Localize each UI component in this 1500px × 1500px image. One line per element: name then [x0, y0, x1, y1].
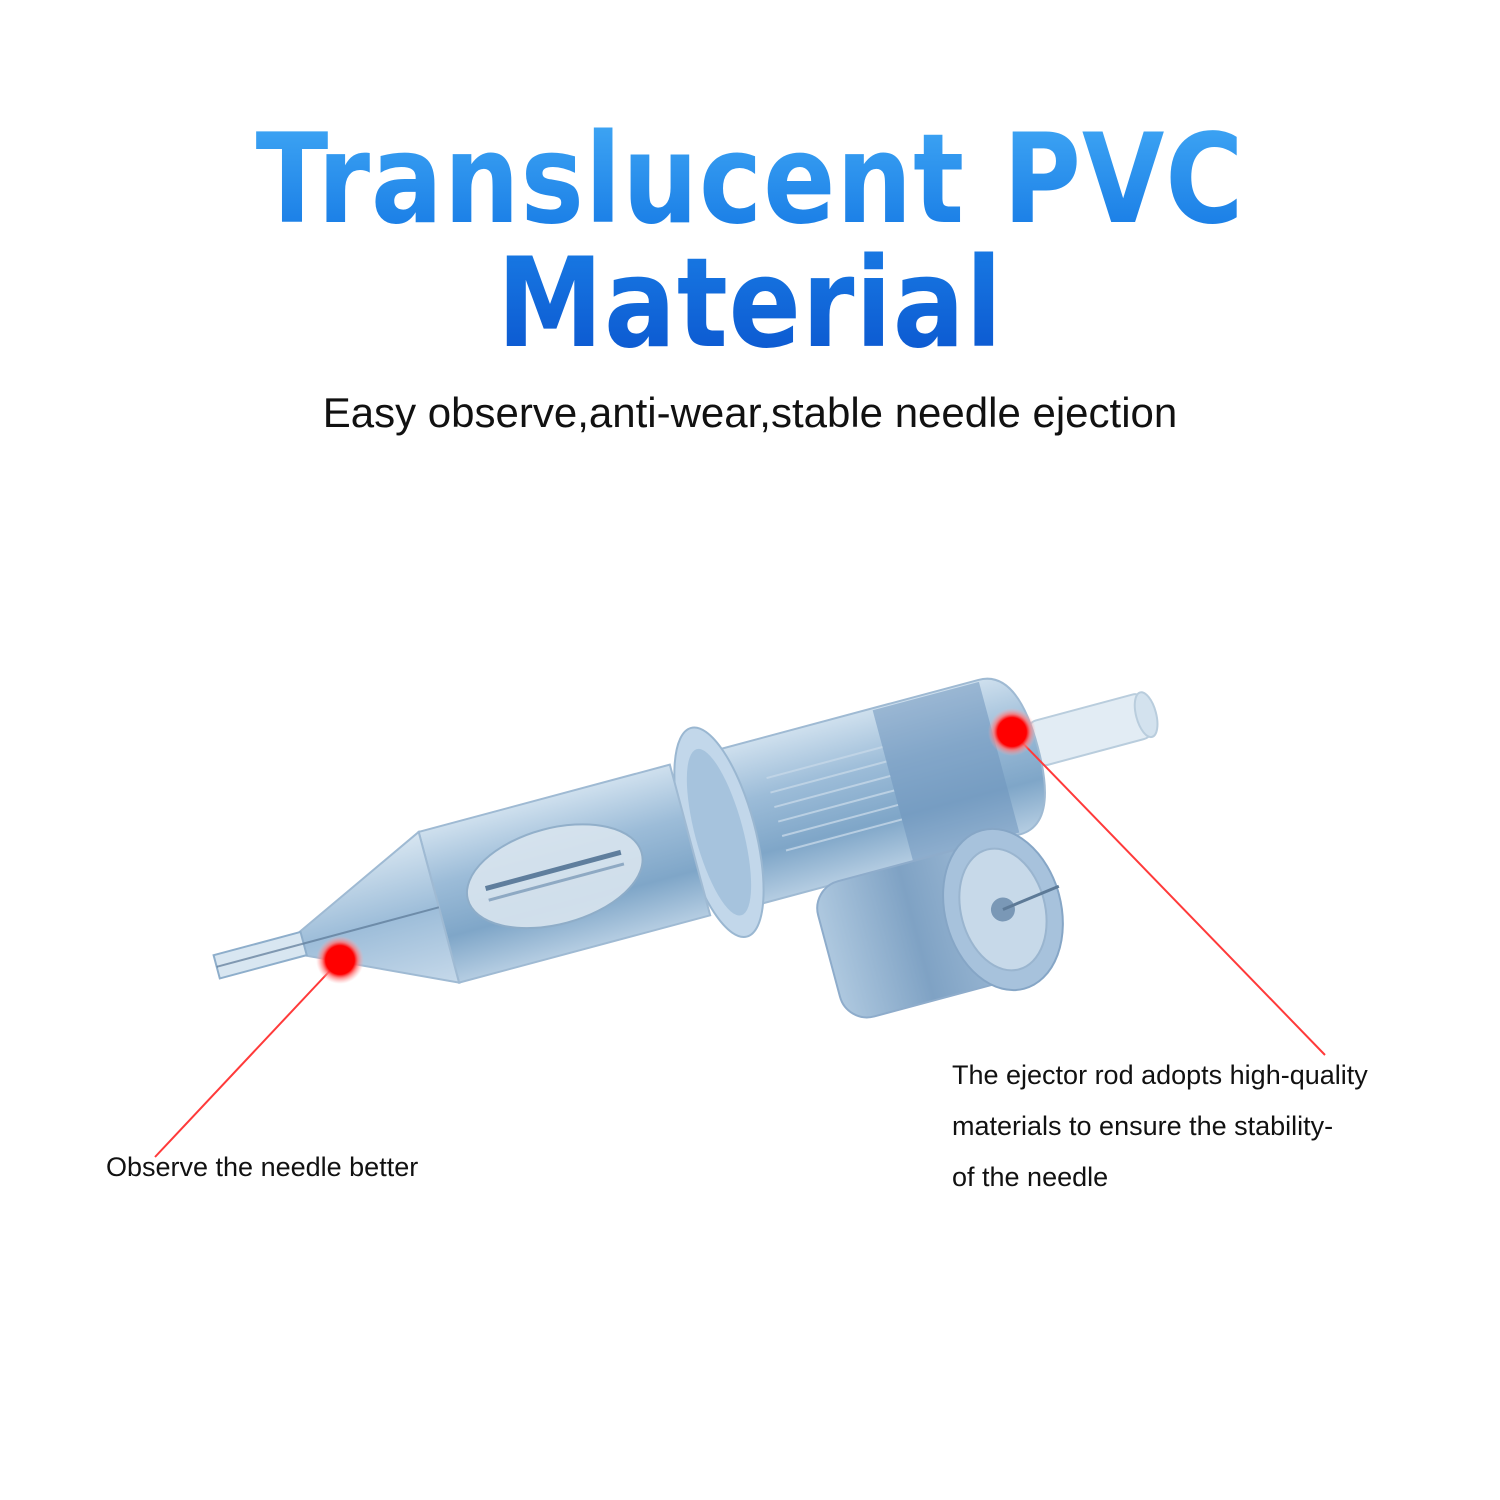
page-title: Translucent PVC Material	[105, 118, 1395, 366]
callout-right-text: The ejector rod adopts high-quality mate…	[952, 1050, 1368, 1203]
cartridge-cap	[816, 827, 1064, 1019]
page-subtitle: Easy observe,anti-wear,stable needle eje…	[322, 389, 1178, 436]
callout-line-right	[1011, 731, 1326, 1056]
callout-line-left	[154, 959, 341, 1158]
callout-right-line: of the needle	[952, 1162, 1109, 1192]
callout-right-line: materials to ensure the stability-	[952, 1111, 1334, 1141]
callout-right-line: The ejector rod adopts high-quality	[952, 1060, 1368, 1090]
callout-left-text: Observe the needle better	[106, 1152, 419, 1182]
cartridge-body	[212, 677, 1159, 984]
